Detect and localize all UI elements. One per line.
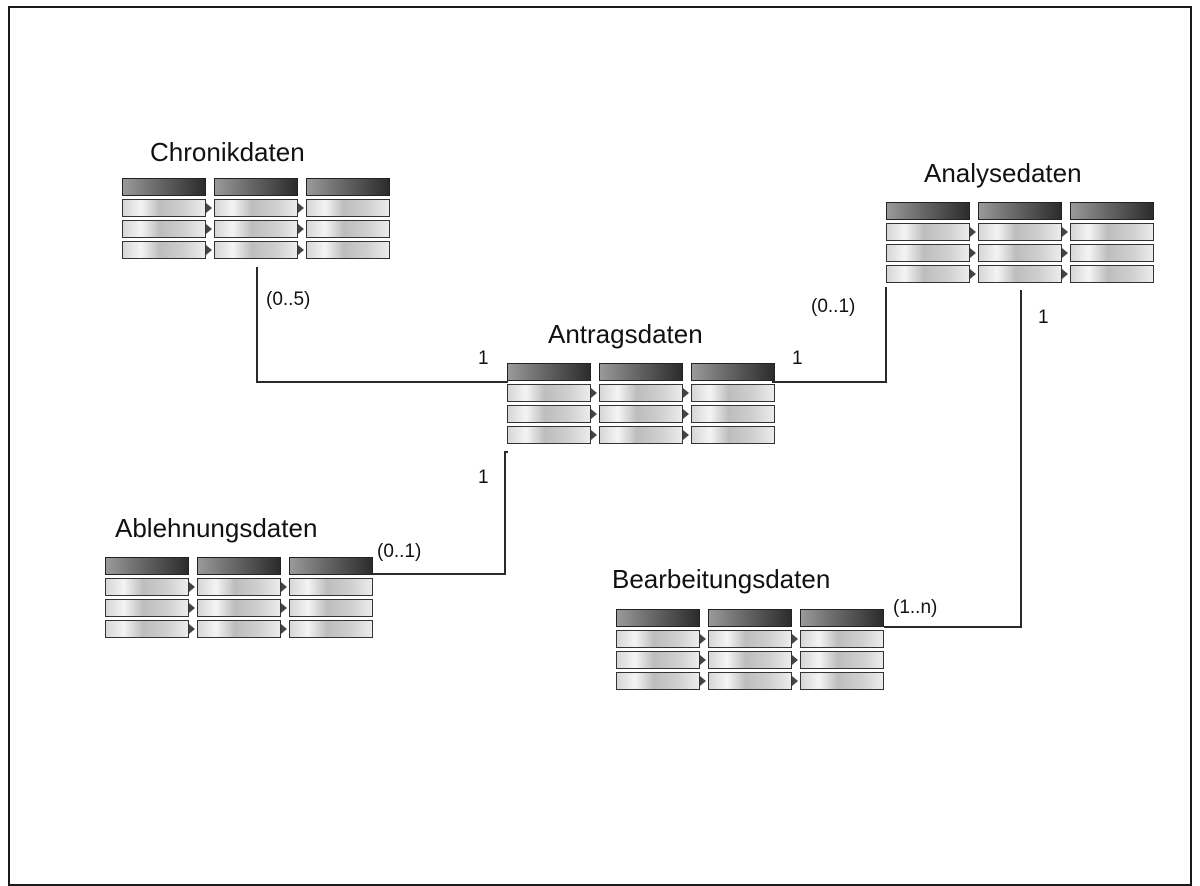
relationship-lines (256, 267, 1022, 628)
table-header-cell (886, 202, 970, 220)
table-header-cell (197, 557, 281, 575)
table-cell (886, 265, 976, 283)
table-cell (122, 199, 212, 217)
table-cell (886, 223, 976, 241)
table-cell (599, 405, 689, 423)
entity-title: Analysedaten (924, 158, 1082, 188)
table-cell (214, 241, 304, 259)
table-cell (105, 578, 195, 596)
entity-title: Chronikdaten (150, 137, 305, 167)
table-cell (289, 620, 373, 638)
table-cell (599, 426, 689, 444)
table-header-cell (306, 178, 390, 196)
table-header-cell (800, 609, 884, 627)
table-cell (599, 384, 689, 402)
table-cell (978, 265, 1068, 283)
table-cell (105, 620, 195, 638)
table-cell (800, 651, 884, 669)
entity-table (122, 178, 390, 259)
table-cell (616, 672, 706, 690)
multiplicity-analyse-bottom: 1 (1038, 307, 1049, 328)
table-cell (306, 241, 390, 259)
link-antrag-analyse (772, 287, 887, 383)
table-cell (122, 241, 212, 259)
entity-table (105, 557, 373, 638)
table-cell (197, 578, 287, 596)
multiplicity-antrag-right: 1 (792, 348, 803, 369)
table-header-cell (599, 363, 683, 381)
table-header-cell (289, 557, 373, 575)
table-cell (1070, 244, 1154, 262)
entity-title: Antragsdaten (548, 319, 703, 349)
table-header-cell (214, 178, 298, 196)
entity-table (616, 609, 884, 690)
table-cell (197, 599, 287, 617)
table-cell (1070, 223, 1154, 241)
table-header-cell (507, 363, 591, 381)
entity-title: Ablehnungsdaten (115, 513, 318, 543)
table-cell (507, 405, 597, 423)
table-cell (691, 426, 775, 444)
link-antrag-ablehnung (372, 451, 508, 575)
multiplicity-antrag-bottom: 1 (478, 467, 489, 488)
table-header-cell (616, 609, 700, 627)
table-cell (306, 220, 390, 238)
table-header-cell (691, 363, 775, 381)
entity-title: Bearbeitungsdaten (612, 564, 831, 594)
table-cell (214, 220, 304, 238)
table-cell (289, 578, 373, 596)
table-header-cell (708, 609, 792, 627)
table-cell (978, 244, 1068, 262)
table-cell (800, 672, 884, 690)
table-cell (507, 384, 597, 402)
table-cell (507, 426, 597, 444)
table-header-cell (105, 557, 189, 575)
table-cell (197, 620, 287, 638)
table-cell (886, 244, 976, 262)
table-cell (691, 384, 775, 402)
table-header-cell (1070, 202, 1154, 220)
table-cell (708, 672, 798, 690)
table-cell (800, 630, 884, 648)
multiplicity-chronik: (0..5) (266, 289, 311, 310)
table-cell (289, 599, 373, 617)
entity-table (886, 202, 1154, 283)
table-cell (306, 199, 390, 217)
table-header-cell (122, 178, 206, 196)
multiplicity-analyse-left: (0..1) (811, 296, 856, 317)
table-cell (122, 220, 212, 238)
link-chronik-antrag (256, 267, 508, 383)
table-cell (1070, 265, 1154, 283)
table-cell (214, 199, 304, 217)
table-cell (708, 630, 798, 648)
multiplicity-bearbeitung: (1..n) (893, 597, 938, 618)
entity-table (507, 363, 775, 444)
table-cell (978, 223, 1068, 241)
table-cell (105, 599, 195, 617)
table-header-cell (978, 202, 1062, 220)
multiplicity-ablehnung: (0..1) (377, 541, 422, 562)
table-cell (691, 405, 775, 423)
table-cell (616, 651, 706, 669)
link-analyse-bearbeitung (884, 290, 1022, 628)
multiplicity-antrag-left: 1 (478, 348, 489, 369)
table-cell (708, 651, 798, 669)
table-cell (616, 630, 706, 648)
